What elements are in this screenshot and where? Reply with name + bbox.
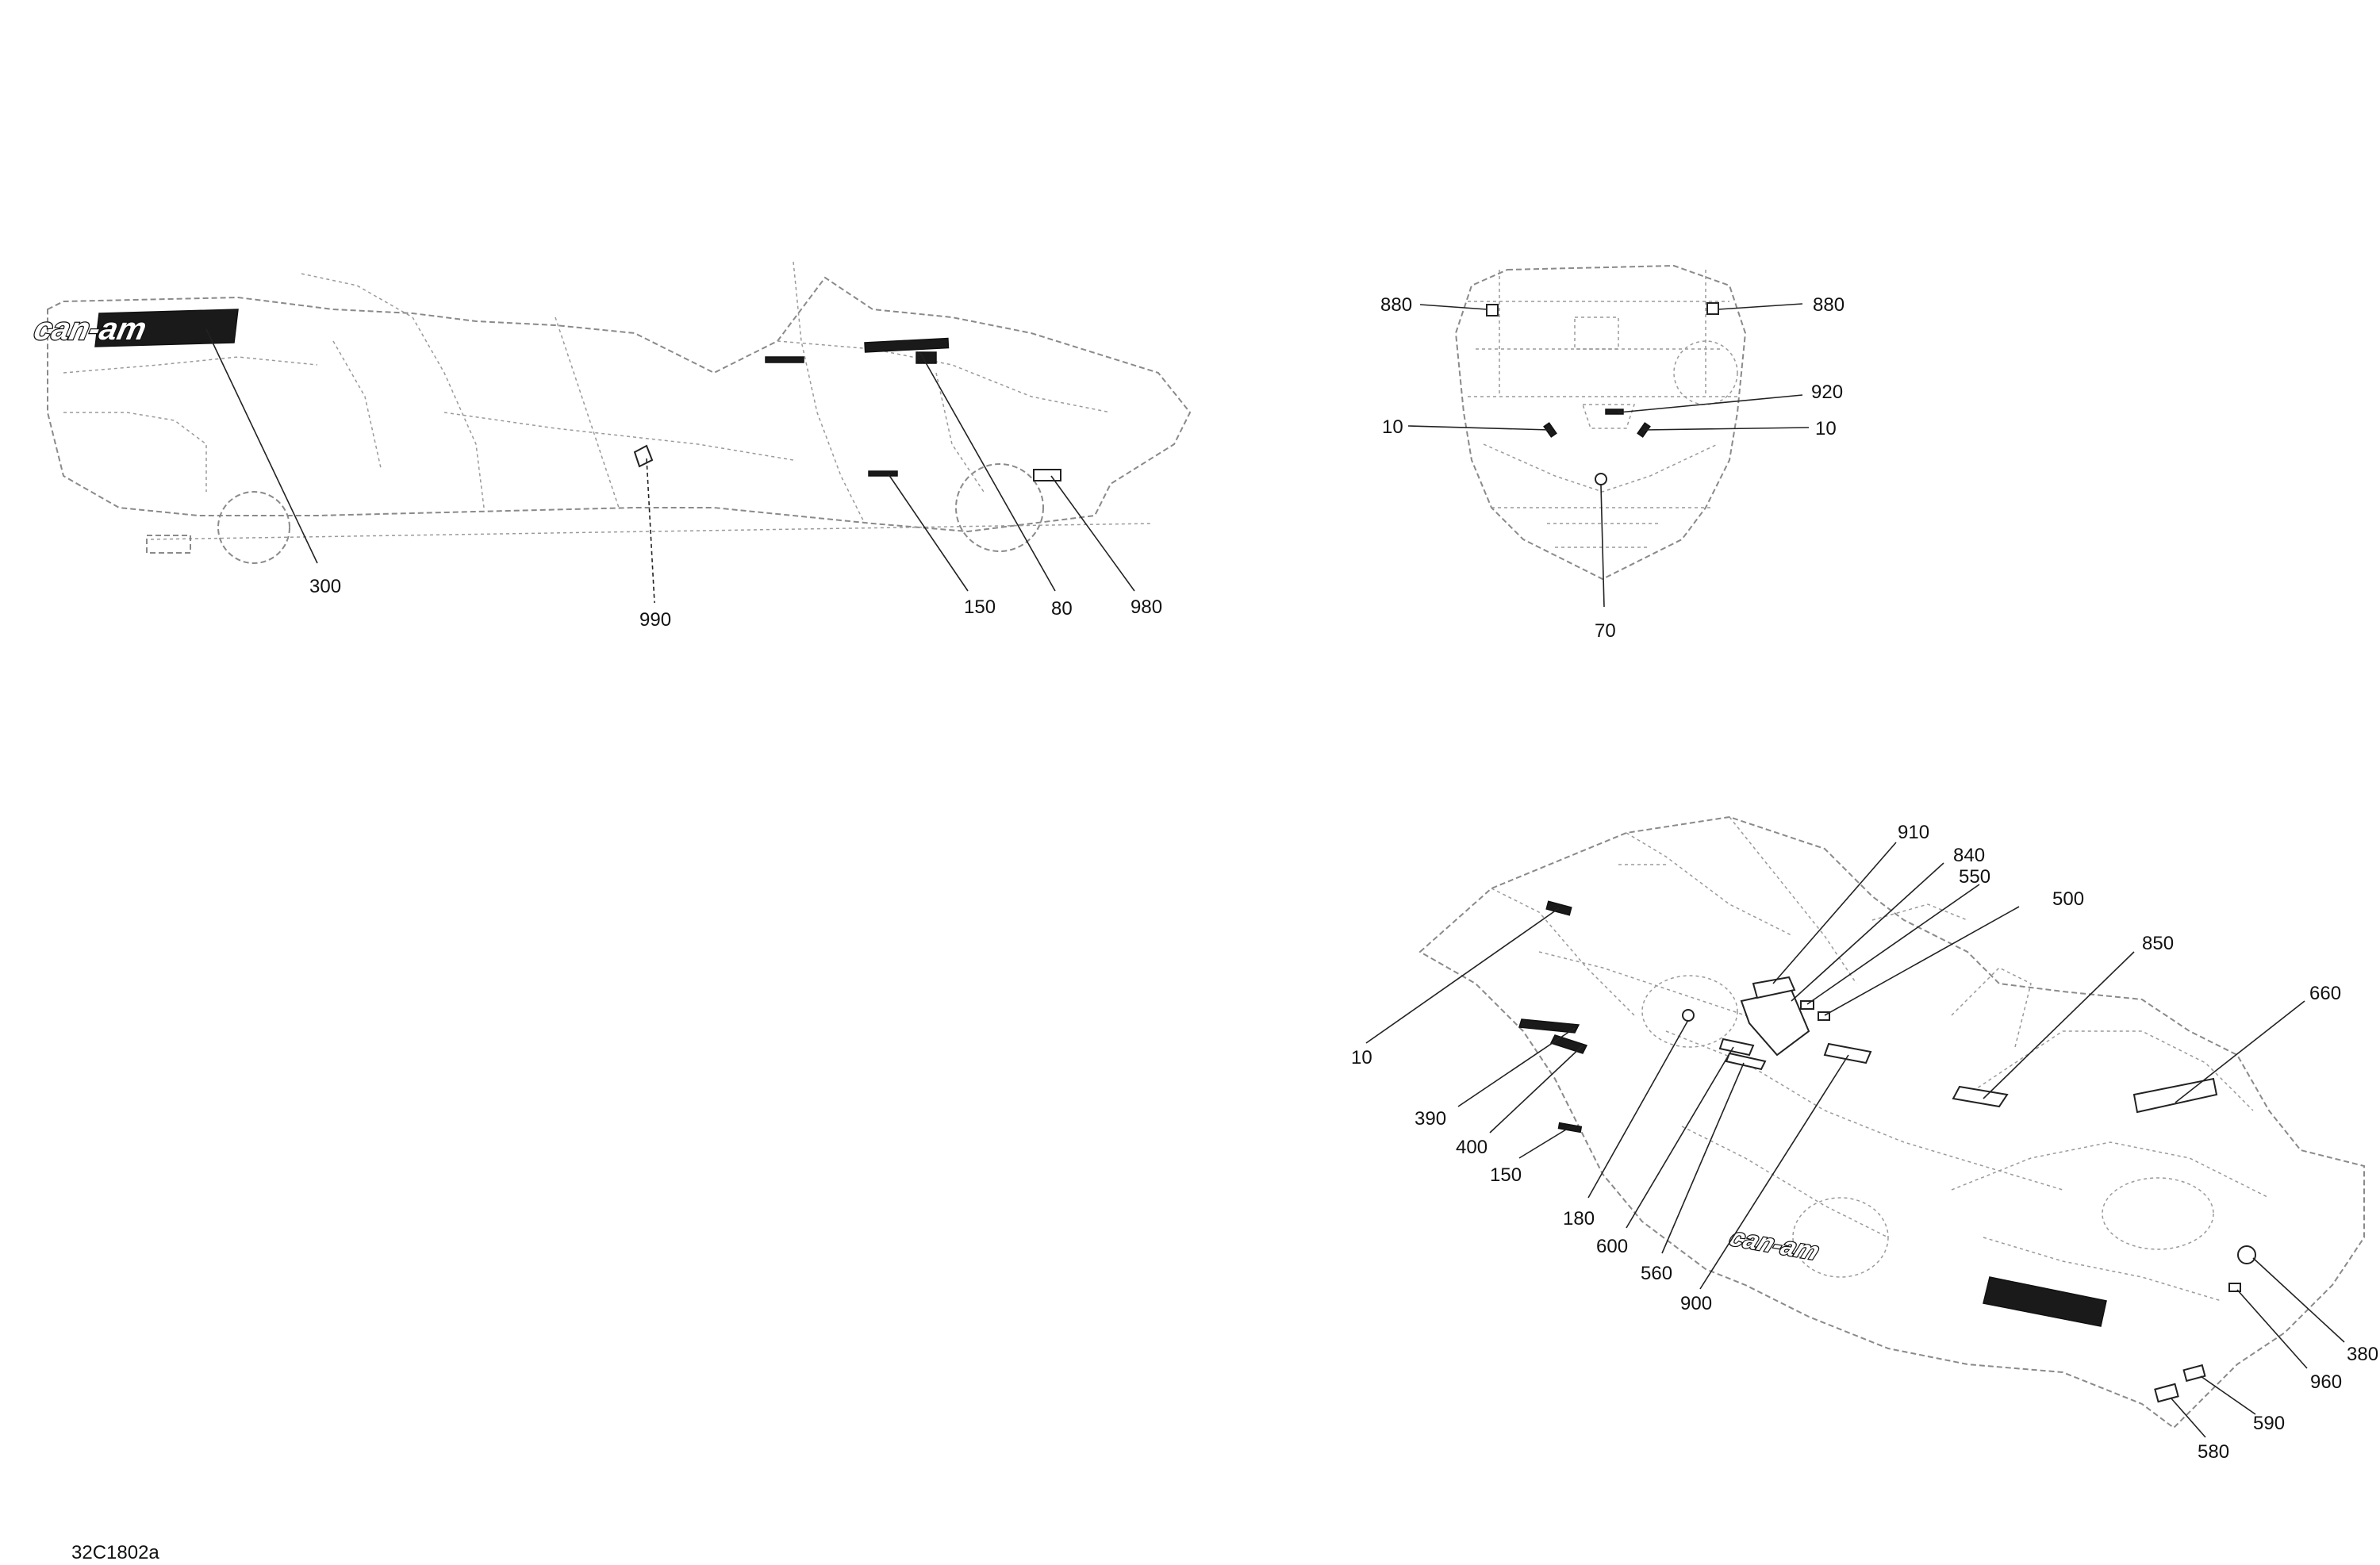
side-view: can-am 300 990 150 80 980	[30, 261, 1192, 631]
iso-callout-180: 180	[1563, 1208, 1595, 1229]
iso-decal-390	[1518, 1018, 1580, 1034]
leader-600	[1626, 1046, 1734, 1229]
iso-callout-500: 500	[2052, 888, 2084, 910]
iso-can-am-logo: can-am	[1725, 1222, 2107, 1327]
leader-70	[1600, 485, 1605, 608]
leader-880-left	[1419, 304, 1488, 310]
leader-iso-10	[1365, 907, 1560, 1044]
side-callout-80: 80	[1051, 598, 1073, 619]
leader-580	[2170, 1397, 2206, 1438]
iso-callout-900: 900	[1680, 1293, 1712, 1314]
iso-decal-960	[2228, 1283, 2241, 1292]
front-callout-920: 920	[1811, 382, 1843, 403]
iso-callout-560: 560	[1641, 1263, 1672, 1284]
front-callout-880-left: 880	[1380, 294, 1412, 316]
front-view-vehicle-outline	[1454, 264, 1747, 581]
leader-880-right	[1718, 303, 1803, 310]
leader-380	[2252, 1257, 2345, 1343]
iso-callout-600: 600	[1596, 1236, 1628, 1257]
iso-decal-380	[2237, 1245, 2256, 1264]
leader-500	[1824, 906, 2020, 1016]
front-callout-880-right: 880	[1813, 294, 1844, 316]
iso-decal-590	[2182, 1364, 2206, 1383]
front-decal-880-right	[1706, 302, 1719, 315]
leader-910	[1772, 842, 1897, 984]
iso-decal-400	[1549, 1034, 1588, 1054]
isometric-view: can-am	[1351, 815, 2378, 1463]
leader-300	[205, 328, 318, 564]
side-logo-text: can-am	[31, 310, 150, 346]
front-callout-10-left: 10	[1382, 416, 1403, 438]
iso-decal-560	[1725, 1052, 1767, 1071]
side-callout-300: 300	[309, 576, 341, 597]
iso-callout-390: 390	[1415, 1108, 1446, 1130]
side-callout-980: 980	[1130, 596, 1162, 618]
side-decal-150	[868, 470, 898, 477]
iso-decal-550	[1800, 1000, 1814, 1010]
side-decal-990	[633, 444, 654, 468]
isometric-view-vehicle-outline	[1418, 815, 2365, 1429]
front-view: 880 880 920 10 10 70	[1380, 264, 1844, 642]
iso-decal-660	[2132, 1077, 2218, 1114]
leader-920	[1618, 394, 1803, 413]
leader-980	[1050, 475, 1135, 592]
document-code: 32C1802a	[71, 1542, 159, 1563]
side-callout-150: 150	[964, 596, 996, 618]
iso-callout-660: 660	[2309, 983, 2341, 1004]
iso-callout-580: 580	[2198, 1441, 2229, 1463]
side-decal-seat-marker	[765, 356, 804, 363]
iso-callout-850: 850	[2142, 933, 2174, 954]
iso-callout-400: 400	[1456, 1137, 1488, 1158]
leader-900	[1699, 1054, 1849, 1290]
iso-decal-500	[1818, 1011, 1830, 1021]
iso-callout-550: 550	[1959, 866, 1990, 888]
iso-callout-840: 840	[1953, 845, 1985, 866]
leader-80	[919, 352, 1056, 592]
iso-callout-380: 380	[2347, 1344, 2378, 1365]
leader-560	[1661, 1062, 1745, 1254]
leader-960	[2236, 1289, 2308, 1369]
iso-logo-text: can-am	[1726, 1223, 1824, 1265]
leader-660	[2175, 1000, 2305, 1103]
side-can-am-logo: can-am	[30, 309, 239, 347]
leader-850	[1983, 951, 2135, 1099]
iso-callout-910: 910	[1898, 822, 1929, 843]
side-decal-80	[864, 337, 950, 353]
leader-400	[1489, 1045, 1583, 1133]
iso-decal-180	[1682, 1009, 1695, 1022]
leader-180	[1587, 1019, 1689, 1199]
iso-callout-590: 590	[2253, 1413, 2285, 1434]
side-decal-980	[1033, 469, 1061, 481]
front-callout-10-right: 10	[1815, 418, 1837, 439]
leader-10-right	[1643, 427, 1810, 431]
leader-840	[1791, 862, 1944, 1002]
front-decal-70	[1595, 473, 1607, 485]
side-decal-80-tab	[916, 351, 937, 364]
iso-decal-850	[1952, 1085, 2009, 1108]
iso-callout-10: 10	[1351, 1047, 1372, 1068]
iso-callout-960: 960	[2310, 1371, 2342, 1393]
leader-10-left	[1407, 425, 1551, 431]
leader-150	[888, 474, 969, 592]
leader-iso-150	[1518, 1126, 1571, 1159]
side-callout-990: 990	[639, 609, 671, 631]
leader-550	[1806, 884, 1980, 1005]
front-callout-70: 70	[1595, 620, 1616, 642]
leader-390	[1457, 1027, 1576, 1107]
front-decal-880-left	[1486, 304, 1499, 316]
leader-590	[2200, 1375, 2256, 1415]
iso-decal-580	[2154, 1383, 2179, 1403]
iso-decal-600	[1718, 1038, 1755, 1057]
iso-callout-150: 150	[1490, 1164, 1522, 1186]
side-view-vehicle-outline	[47, 261, 1192, 564]
iso-decal-900	[1823, 1042, 1872, 1064]
leader-990	[646, 458, 655, 604]
